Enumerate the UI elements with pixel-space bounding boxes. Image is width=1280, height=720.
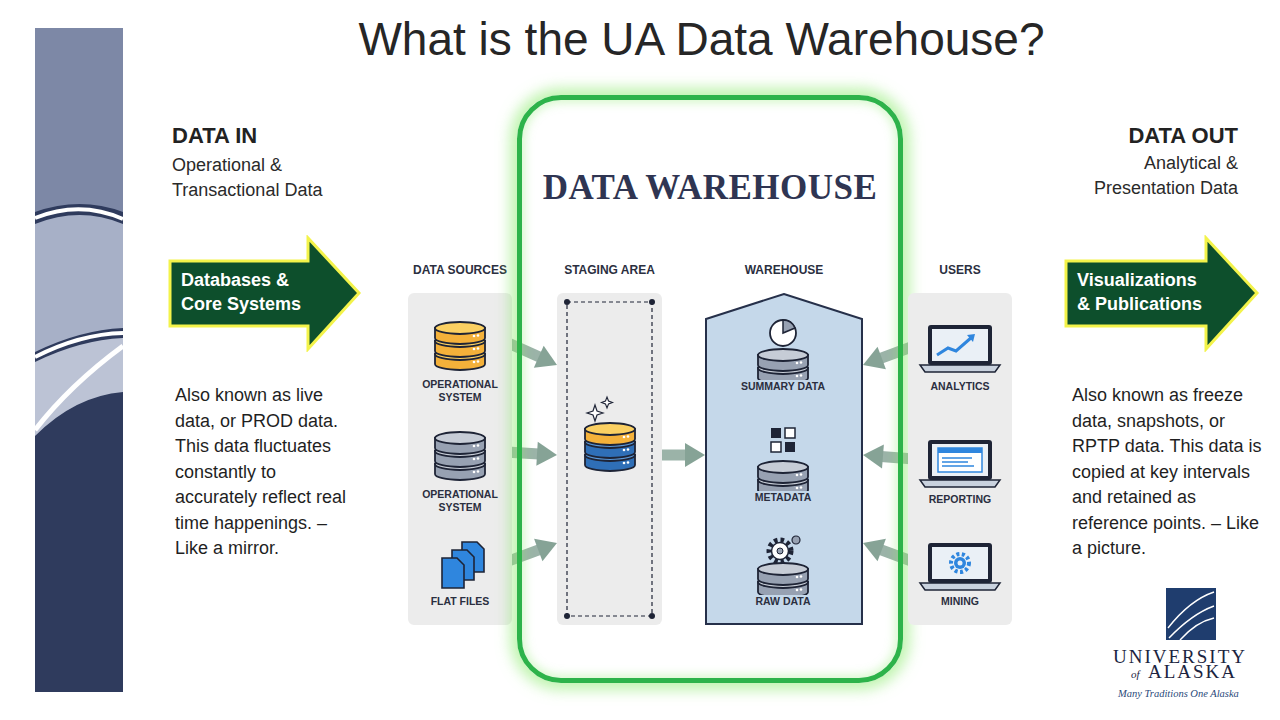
source-icon: OPERATIONAL SYSTEM — [414, 318, 506, 404]
flow-arrow — [506, 342, 557, 368]
metadata-icon — [728, 425, 838, 491]
user-icon: REPORTING — [914, 437, 1006, 506]
store-icon: METADATA — [728, 425, 838, 504]
panel-heading: USERS — [896, 263, 1024, 277]
arrow-shape — [1064, 235, 1260, 352]
flow-arrow — [662, 443, 705, 467]
section-subtitle: Analytical & Presentation Data — [1060, 151, 1238, 201]
user-icon: MINING — [914, 540, 1006, 608]
output-arrow: Visualizations & Publications — [1064, 235, 1260, 352]
panel-heading: DATA WAREHOUSE — [522, 168, 898, 208]
icon-label: FLAT FILES — [414, 595, 506, 608]
store-icon: RAW DATA — [728, 535, 838, 608]
source-icon: OPERATIONAL SYSTEM — [414, 428, 506, 514]
arrow-label: Visualizations & Publications — [1077, 268, 1205, 316]
laptop-icon — [914, 437, 1006, 495]
icon-label: MINING — [914, 595, 1006, 608]
source-panel: DATA SOURCESOPERATIONAL SYSTEMOPERATIONA… — [408, 293, 512, 625]
database-icon — [414, 318, 506, 378]
icon-label: OPERATIONAL SYSTEM — [414, 378, 506, 404]
icon-label: OPERATIONAL SYSTEM — [414, 488, 506, 514]
arrow-head — [534, 346, 557, 368]
panel-heading: DATA SOURCES — [396, 263, 524, 277]
icon-label: REPORTING — [914, 493, 1006, 506]
database-icon — [414, 428, 506, 488]
logo-text: ALASKA — [1148, 661, 1237, 683]
arrow-head — [534, 539, 557, 561]
arrow-shape — [168, 235, 362, 352]
icon-label: RAW DATA — [728, 595, 838, 608]
laptop-icon — [914, 540, 1006, 598]
panel-heading: STAGING AREA — [545, 263, 674, 277]
flow-arrow — [506, 539, 557, 562]
warehouse-box: WAREHOUSE SUMMARY DATA METADATA RAW DATA — [705, 293, 863, 625]
arrow-shaft — [662, 450, 687, 461]
user-icon: ANALYTICS — [914, 322, 1006, 393]
arrow-head — [863, 445, 884, 469]
logo-tagline: Many Traditions One Alaska — [1118, 688, 1239, 699]
icon-label: METADATA — [728, 491, 838, 504]
icon-label: SUMMARY DATA — [728, 380, 838, 393]
icon-label: ANALYTICS — [914, 380, 1006, 393]
flow-arrow — [863, 539, 914, 562]
store-icon: SUMMARY DATA — [728, 318, 838, 393]
arrow-label: Databases & Core Systems — [181, 268, 309, 316]
section-subtitle: Operational & Transactional Data — [172, 153, 357, 203]
staging-panel: STAGING AREA — [557, 293, 662, 625]
files-icon — [414, 540, 506, 595]
users-panel: USERSANALYTICSREPORTINGMINING — [908, 293, 1012, 625]
logo-text: of — [1131, 668, 1140, 680]
input-arrow: Databases & Core Systems — [168, 235, 362, 352]
note-text: Also known as freeze data, snapshots, or… — [1072, 383, 1267, 562]
staging-frame — [557, 293, 662, 625]
flow-arrow — [863, 445, 914, 469]
flow-arrow — [506, 442, 557, 466]
flow-arrow — [863, 346, 914, 369]
section-heading: DATA OUT — [1040, 123, 1238, 149]
arrow-head — [536, 442, 557, 466]
arrow-head — [685, 443, 705, 467]
note-text: Also known as live data, or PROD data. T… — [175, 383, 360, 562]
arrow-head — [863, 347, 886, 369]
arrow-head — [863, 539, 886, 561]
warehouse-frame: DATA WAREHOUSE STAGING AREA WAREHOUSE SUM… — [517, 95, 903, 683]
raw-data-icon — [728, 535, 838, 595]
slide-title: What is the UA Data Warehouse? — [123, 12, 1280, 66]
summary-icon — [728, 318, 838, 380]
laptop-icon — [914, 322, 1006, 380]
section-heading: DATA IN — [172, 123, 257, 149]
panel-heading: WAREHOUSE — [693, 263, 875, 277]
source-icon: FLAT FILES — [414, 540, 506, 608]
